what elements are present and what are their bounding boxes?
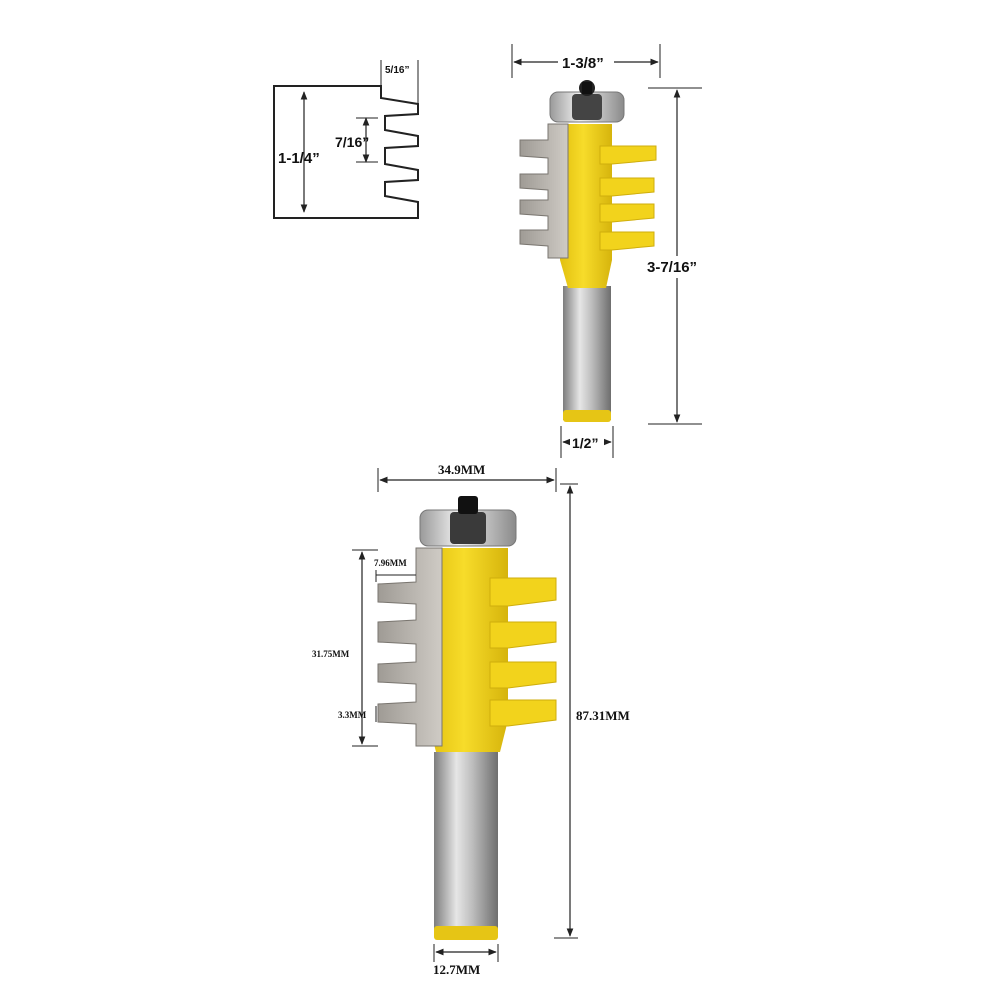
gap-label: 3.3MM xyxy=(338,710,367,720)
cutter-body xyxy=(560,124,612,288)
overall-length-label: 87.31MM xyxy=(576,708,630,723)
cutter-body xyxy=(428,548,508,752)
router-bit-top: 1-3/8” 3-7/16” 1/2” xyxy=(511,44,709,458)
shank-tip xyxy=(563,410,611,422)
router-bit-bottom: 34.9MM 87.31MM 31.75MM 7.96MM 3.3MM 12.7… xyxy=(312,462,630,977)
cut-height-label: 31.75MM xyxy=(312,649,350,659)
shank xyxy=(563,286,611,420)
bearing-screw-head xyxy=(582,82,592,94)
shank-diameter-label: 1/2” xyxy=(572,435,598,451)
finger-width-label: 5/16” xyxy=(385,65,409,76)
bearing-inner xyxy=(572,94,602,120)
shank-tip xyxy=(434,926,498,940)
bearing-inner xyxy=(450,512,486,544)
cutter-fingers-right xyxy=(489,577,557,727)
cutter-fingers-right xyxy=(599,145,657,251)
cut-height-label: 1-1/4” xyxy=(278,150,320,167)
carbide-cutter xyxy=(377,547,443,747)
overall-length-label: 3-7/16” xyxy=(647,259,697,276)
diameter-label-bg xyxy=(558,52,614,72)
overall-diameter-label: 1-3/8” xyxy=(562,55,604,72)
shank xyxy=(434,752,498,934)
finger-spacing-label: 7/16” xyxy=(335,134,369,150)
shank-label-bg xyxy=(570,433,604,451)
bearing-screw-head xyxy=(458,496,478,514)
finger-width-label: 7.96MM xyxy=(374,558,407,568)
overall-diameter-label: 34.9MM xyxy=(438,462,485,477)
shank-diameter-label: 12.7MM xyxy=(433,962,480,977)
carbide-cutter xyxy=(519,123,569,259)
joint-profile: 1-1/4” 7/16” 5/16” xyxy=(273,60,419,219)
length-label-bg xyxy=(645,256,709,278)
